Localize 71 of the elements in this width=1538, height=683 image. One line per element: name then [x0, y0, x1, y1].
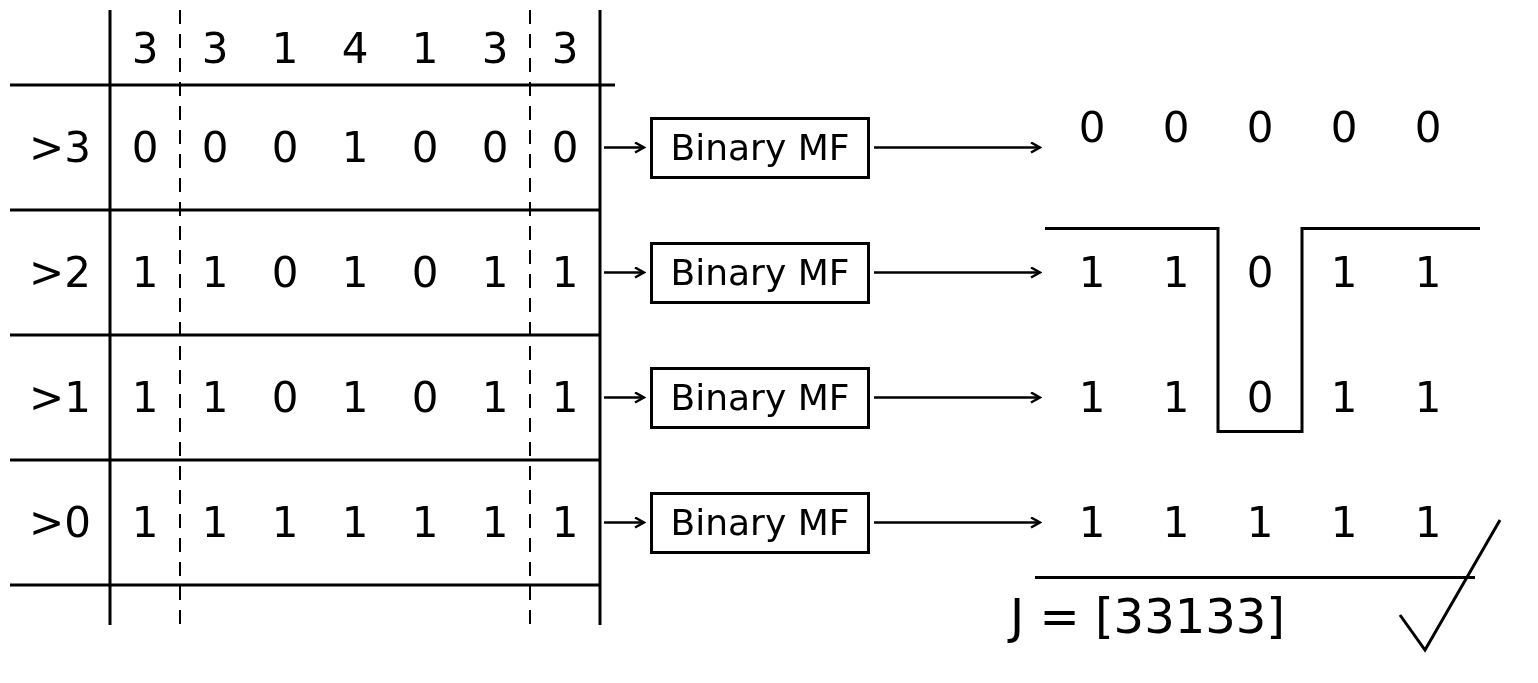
row-label: >3: [28, 126, 92, 169]
arrow: [874, 391, 1042, 404]
arrow: [604, 391, 646, 404]
column-value: 4: [340, 28, 370, 70]
bit-value: 1: [1413, 251, 1443, 294]
bit-value: 1: [1077, 376, 1107, 419]
process-box: Binary MF: [650, 491, 870, 554]
bit-value: 1: [480, 376, 510, 419]
bit-value: 1: [1413, 501, 1443, 544]
arrow: [874, 141, 1042, 154]
bit-value: 0: [270, 126, 300, 169]
process-box: Binary MF: [650, 366, 870, 429]
bit-value: 1: [1161, 251, 1191, 294]
bit-value: 1: [1161, 501, 1191, 544]
bit-value: 1: [340, 251, 370, 294]
column-value: 3: [200, 28, 230, 70]
bit-value: 1: [340, 501, 370, 544]
bit-value: 1: [1413, 376, 1443, 419]
process-box: Binary MF: [650, 116, 870, 179]
bit-value: 1: [130, 501, 160, 544]
bit-value: 0: [1161, 106, 1191, 149]
column-value: 3: [480, 28, 510, 70]
process-box: Binary MF: [650, 241, 870, 304]
bit-value: 1: [1161, 376, 1191, 419]
bit-value: 0: [270, 376, 300, 419]
arrow: [604, 141, 646, 154]
bit-value: 0: [1245, 106, 1275, 149]
bit-value: 1: [1077, 251, 1107, 294]
bit-value: 0: [1413, 106, 1443, 149]
bit-value: 0: [1329, 106, 1359, 149]
bit-value: 0: [480, 126, 510, 169]
column-value: 3: [550, 28, 580, 70]
column-value: 3: [130, 28, 160, 70]
bit-value: 1: [1329, 251, 1359, 294]
bit-value: 0: [410, 251, 440, 294]
arrow: [604, 516, 646, 529]
bit-value: 1: [1329, 501, 1359, 544]
bit-value: 0: [200, 126, 230, 169]
bit-value: 1: [200, 251, 230, 294]
arrow: [874, 266, 1042, 279]
bit-value: 1: [1245, 501, 1275, 544]
bit-value: 1: [200, 376, 230, 419]
bit-value: 0: [550, 126, 580, 169]
bit-value: 1: [1077, 501, 1107, 544]
bit-value: 1: [130, 251, 160, 294]
bit-value: 1: [480, 501, 510, 544]
arrow: [604, 266, 646, 279]
bit-value: 1: [200, 501, 230, 544]
bit-value: 0: [270, 251, 300, 294]
bit-value: 1: [550, 376, 580, 419]
bit-value: 0: [410, 376, 440, 419]
bit-value: 1: [550, 251, 580, 294]
row-label: >0: [28, 501, 92, 544]
bit-value: 1: [410, 501, 440, 544]
bit-value: 0: [1077, 106, 1107, 149]
bit-value: 1: [550, 501, 580, 544]
bit-value: 1: [340, 376, 370, 419]
arrow: [874, 516, 1042, 529]
column-value: 1: [410, 28, 440, 70]
bit-value: 0: [1245, 376, 1275, 419]
bit-value: 1: [480, 251, 510, 294]
bit-value: 1: [130, 376, 160, 419]
bit-value: 1: [340, 126, 370, 169]
bit-value: 0: [130, 126, 160, 169]
bit-value: 0: [410, 126, 440, 169]
column-value: 1: [270, 28, 300, 70]
bit-value: 0: [1245, 251, 1275, 294]
row-label: >2: [28, 251, 92, 294]
bit-value: 1: [1329, 376, 1359, 419]
row-label: >1: [28, 376, 92, 419]
bit-value: 1: [270, 501, 300, 544]
